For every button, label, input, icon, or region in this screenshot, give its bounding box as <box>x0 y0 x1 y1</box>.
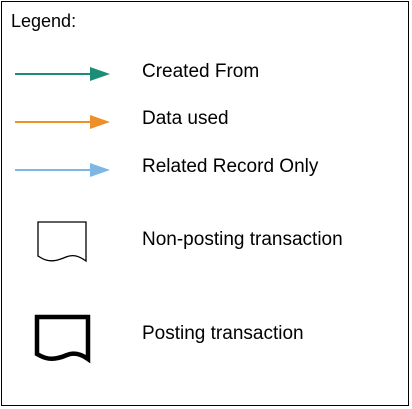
related-record-label: Related Record Only <box>142 156 319 177</box>
legend-title: Legend: <box>11 11 77 31</box>
non-posting-document-icon <box>37 221 87 263</box>
posting-document-icon <box>34 314 91 364</box>
data-used-arrow-icon <box>15 115 110 129</box>
posting-label: Posting transaction <box>142 323 304 344</box>
non-posting-label: Non-posting transaction <box>142 229 343 250</box>
data-used-label: Data used <box>142 108 229 129</box>
related-record-arrow-icon <box>15 163 110 177</box>
created-from-label: Created From <box>142 61 260 82</box>
created-from-arrow-icon <box>15 67 110 81</box>
